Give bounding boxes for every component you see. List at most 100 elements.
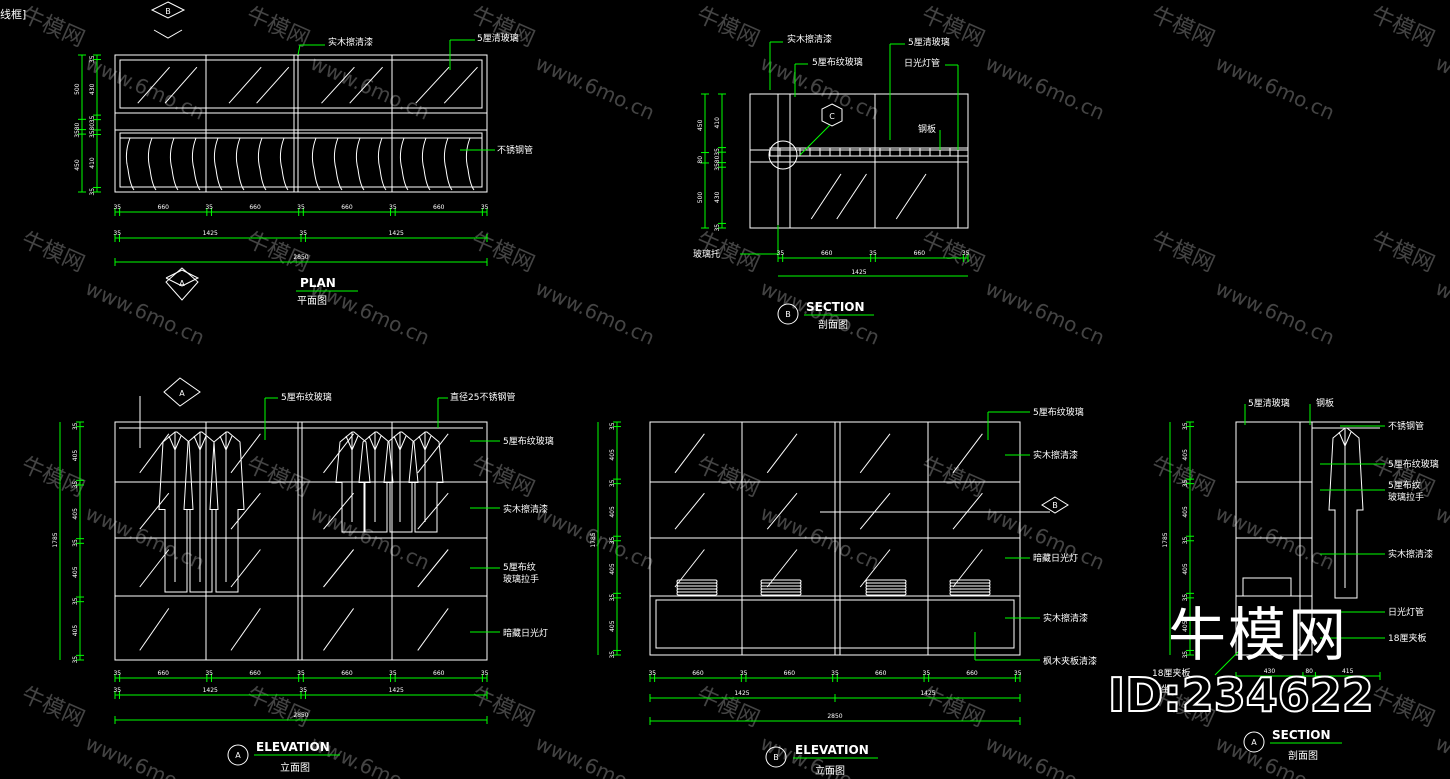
dimension-label: 80: [714, 155, 721, 163]
section-mark-letter: A: [1251, 738, 1257, 747]
plan-lower-frame: [119, 132, 483, 188]
watermark-url: www.6mo.cn: [307, 51, 433, 125]
section-mark-diamond: [165, 267, 199, 301]
glass-hatch: [256, 66, 290, 104]
dimension-label: 35: [1182, 594, 1189, 602]
hanger-shape: [169, 137, 179, 191]
coat-outline: [183, 431, 219, 593]
glass-hatch: [164, 66, 198, 104]
section-mark-letter: B: [773, 753, 779, 762]
dimension-label: 410: [89, 157, 96, 169]
dimension-label: 1425: [389, 687, 404, 694]
watermark-url: www.6mo.cn: [1212, 276, 1338, 350]
watermark-brand: 牛模网: [18, 228, 88, 278]
note-label: 枫木夹板清漆: [1043, 655, 1097, 667]
watermark-brand: 牛模网: [18, 683, 88, 733]
dimension-label: 430: [714, 191, 721, 203]
hanger: [169, 137, 179, 191]
watermark-brand: 牛模网: [1148, 228, 1218, 278]
watermark-url: www.6mo.cn: [1432, 276, 1450, 350]
note-label: 5厘布纹玻璃: [503, 435, 554, 447]
hanger: [235, 137, 245, 191]
coat-outline: [158, 431, 194, 593]
dimension-label: 35: [389, 204, 397, 211]
detail-callout: [768, 140, 798, 170]
dimension-label: 405: [609, 449, 616, 461]
note-label: 5厘清玻璃: [477, 32, 519, 44]
coat-outline: [209, 431, 245, 593]
watermark-url: www.6mo.cn: [982, 276, 1108, 350]
watermark-url: www.6mo.cn: [532, 51, 658, 125]
folded-cloth: [1242, 577, 1292, 597]
dimension-label: 660: [966, 670, 978, 677]
glass-hatch: [859, 492, 891, 530]
hanger-shape: [443, 137, 453, 191]
dimension-label: 35: [1182, 651, 1189, 659]
glass-hatch: [323, 492, 354, 530]
dimension-label: 35: [72, 539, 79, 547]
watermark-url: www.6mo.cn: [82, 276, 208, 350]
glass-hatch: [836, 173, 867, 220]
dimension-label: 35: [609, 422, 616, 430]
dimension-label: 35: [297, 670, 305, 677]
glass-hatch: [895, 173, 927, 220]
note-label: 实木擦清漆: [1388, 548, 1433, 560]
coat-lapel: [174, 435, 182, 451]
glass-hatch: [674, 492, 705, 530]
glass-hatch: [415, 66, 450, 104]
dimension-label: 1785: [590, 532, 597, 547]
coat-lapel: [219, 435, 227, 451]
dimension-label: 35: [1182, 422, 1189, 430]
dimension-label: 35: [777, 250, 785, 257]
glass-hatch: [766, 492, 798, 530]
note-label: 实木擦清漆: [1043, 612, 1088, 624]
dimension-label: 1425: [389, 230, 404, 237]
dimension-label: 2850: [827, 713, 842, 720]
note-label: 玻璃拉手: [1388, 491, 1424, 503]
note-label: 实木擦清漆: [1033, 449, 1078, 461]
coat-lapel: [1344, 431, 1352, 447]
dimension-label: 405: [609, 563, 616, 575]
note-label: 暗藏日光灯: [1033, 552, 1078, 564]
section-mark-letter: A: [179, 279, 185, 288]
hanger: [125, 137, 135, 191]
watermark-brand: 牛模网: [1148, 3, 1218, 53]
glass-hatch: [349, 66, 383, 104]
watermark-url: www.6mo.cn: [1212, 51, 1338, 125]
leader-line: [1214, 649, 1241, 676]
dimension-label: 35: [1014, 670, 1022, 677]
dimension-label: 2850: [293, 254, 308, 261]
coat-outline: [335, 431, 371, 533]
drawing-subtitle: 剖面图: [818, 318, 848, 331]
drawer-panel: [655, 599, 1015, 649]
dimension-label: 1785: [1162, 532, 1169, 547]
dimension-label: 660: [341, 204, 353, 211]
note-label: 日光灯管: [1388, 606, 1424, 618]
dimension-label: 35: [923, 670, 931, 677]
watermark-brand: 牛模网: [468, 683, 538, 733]
hanger: [213, 137, 223, 191]
glass-hatch: [443, 66, 478, 104]
glass-hatch: [137, 66, 170, 104]
coat-lapel: [168, 435, 176, 451]
section-mark-letter: B: [1052, 501, 1058, 510]
section-mark-diamond: [1041, 496, 1069, 514]
glass-hatch: [417, 549, 449, 588]
coat: [209, 431, 245, 593]
dimension-label: 35: [113, 230, 121, 237]
dimension-label: 660: [914, 250, 926, 257]
note-label: 18厘夹板: [1152, 667, 1190, 679]
dimension-label: 35: [609, 594, 616, 602]
dimension-label: 405: [72, 625, 79, 637]
dimension-label: 35: [1182, 479, 1189, 487]
hanger-shape: [311, 137, 321, 191]
note-label: 钢板: [918, 123, 936, 135]
glass-hatch: [417, 492, 449, 530]
dimension-layer: [59, 39, 1385, 759]
